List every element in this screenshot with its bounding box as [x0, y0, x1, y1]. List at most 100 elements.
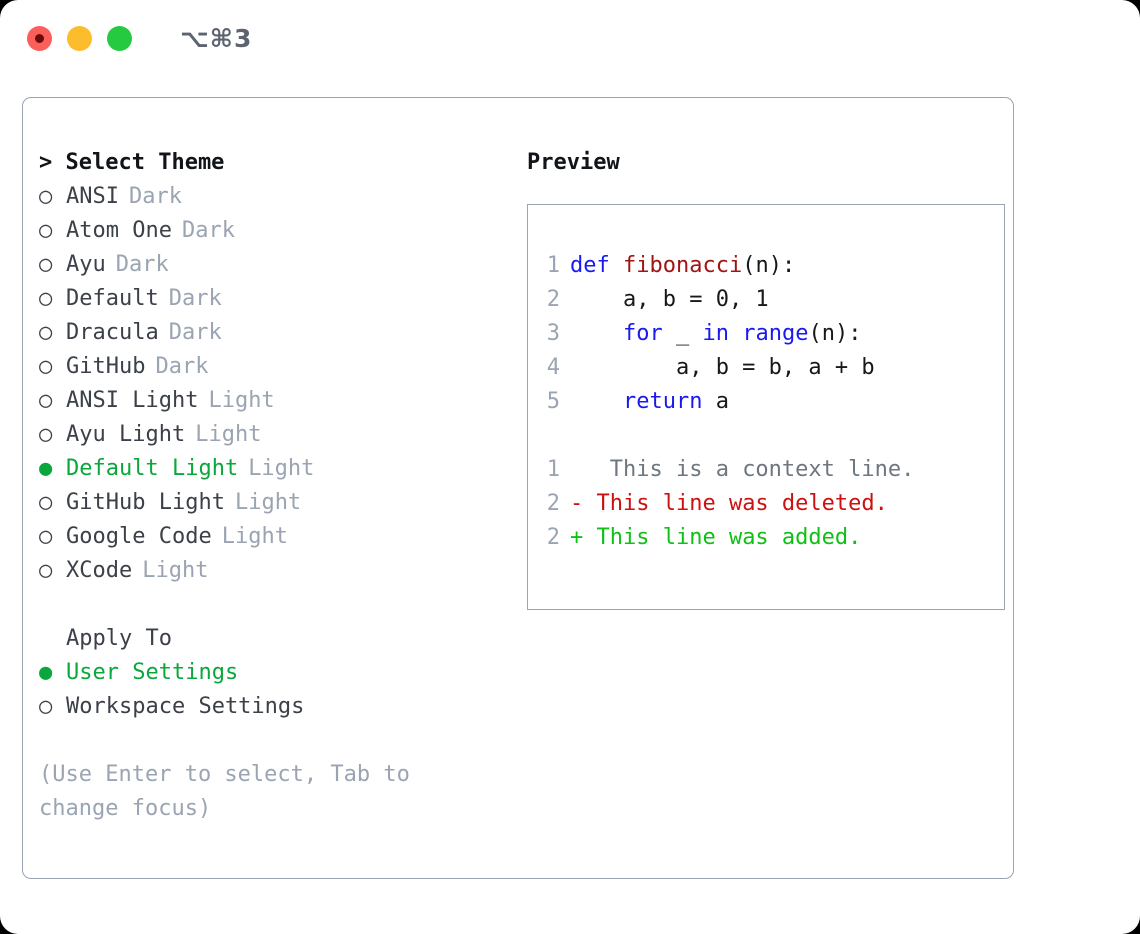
radio-unselected-icon[interactable]: ○	[39, 354, 53, 379]
theme-item-variant-tag: Dark	[115, 252, 169, 277]
theme-list-item[interactable]: ○ XCode Light	[39, 554, 503, 588]
preview-header: Preview	[527, 150, 620, 175]
theme-item-label: Default Light	[66, 456, 239, 481]
diff-sign	[570, 453, 583, 487]
maximize-button[interactable]	[107, 25, 132, 51]
apply-to-item-label: Workspace Settings	[66, 694, 305, 719]
radio-unselected-icon[interactable]: ○	[39, 252, 53, 277]
theme-item-label: Ayu Light	[66, 422, 186, 447]
radio-selected-icon[interactable]: ●	[39, 456, 53, 481]
line-number: 4	[546, 355, 560, 380]
line-number: 3	[546, 321, 560, 346]
code-line: 3 for _ in range(n):	[528, 317, 1004, 351]
radio-unselected-icon[interactable]: ○	[39, 524, 53, 549]
code-token-kw: range	[742, 321, 809, 346]
radio-unselected-icon[interactable]: ○	[39, 184, 53, 209]
code-text: a, b = 0, 1	[570, 283, 769, 317]
code-token-plain	[570, 321, 623, 346]
theme-item-variant-tag: Light	[234, 490, 302, 515]
theme-list-item[interactable]: ○ Google Code Light	[39, 520, 503, 554]
close-button[interactable]	[27, 25, 52, 51]
code-line: 5 return a	[528, 385, 1004, 419]
code-sample: 1 def fibonacci(n): 2 a, b = 0, 1 3 for _ i…	[528, 249, 1004, 419]
apply-to-list[interactable]: ● User Settings ○ Workspace Settings	[39, 656, 503, 724]
apply-to-header-row: ○ Apply To	[39, 622, 503, 656]
line-number: 2	[546, 491, 560, 516]
diff-line: 1 This is a context line.	[528, 453, 1004, 487]
code-token-kw: for	[622, 321, 663, 346]
theme-item-label: GitHub Light	[66, 490, 225, 515]
code-token-plain: a	[702, 389, 729, 414]
theme-list-item[interactable]: ○ Ayu Light Light	[39, 418, 503, 452]
theme-item-variant-tag: Dark	[155, 354, 209, 379]
theme-list-item[interactable]: ● Default Light Light	[39, 452, 503, 486]
diff-text: This line was deleted.	[583, 491, 888, 516]
radio-unselected-icon[interactable]: ○	[39, 218, 53, 243]
radio-unselected-icon[interactable]: ○	[39, 694, 53, 719]
radio-unselected-icon[interactable]: ○	[39, 320, 53, 345]
radio-unselected-icon[interactable]: ○	[39, 388, 53, 413]
radio-selected-icon[interactable]: ●	[39, 660, 53, 685]
theme-item-variant-tag: Dark	[128, 184, 182, 209]
line-number: 1	[546, 457, 560, 482]
code-token-kw: return	[622, 389, 703, 414]
theme-item-label: XCode	[66, 558, 133, 583]
theme-item-variant-tag: Light	[221, 524, 288, 549]
theme-item-label: ANSI Light	[66, 388, 199, 413]
line-number: 1	[546, 253, 560, 278]
theme-item-label: GitHub	[66, 354, 146, 379]
code-token-plain	[570, 389, 623, 414]
theme-item-variant-tag: Light	[248, 456, 315, 481]
apply-to-item-label: User Settings	[66, 660, 239, 685]
theme-item-variant-tag: Light	[208, 388, 275, 413]
line-number: 2	[546, 525, 560, 550]
keyboard-shortcut-label: ⌥⌘3	[180, 23, 253, 53]
line-number: 5	[546, 389, 560, 414]
theme-item-label: ANSI	[66, 184, 119, 209]
theme-list-item[interactable]: ○ GitHub Light Light	[39, 486, 503, 520]
theme-list-item[interactable]: ○ ANSI Dark	[39, 180, 503, 214]
diff-line: 2+ This line was added.	[528, 521, 1004, 555]
code-text: a, b = b, a + b	[570, 351, 875, 385]
theme-item-label: Default	[66, 286, 159, 311]
code-line: 4 a, b = b, a + b	[528, 351, 1004, 385]
radio-unselected-icon[interactable]: ○	[39, 422, 53, 447]
apply-to-item[interactable]: ○ Workspace Settings	[39, 690, 503, 724]
diff-line: 2- This line was deleted.	[528, 487, 1004, 521]
theme-list-item[interactable]: ○ Ayu Dark	[39, 248, 503, 282]
theme-item-variant-tag: Light	[142, 558, 209, 583]
radio-unselected-icon[interactable]: ○	[39, 286, 53, 311]
theme-list-item[interactable]: ○ ANSI Light Light	[39, 384, 503, 418]
code-text: return a	[570, 385, 729, 419]
diff-sign: +	[570, 525, 584, 550]
radio-unselected-icon[interactable]: ○	[39, 490, 53, 515]
diff-text: This is a context line.	[583, 457, 915, 482]
code-token-plain: (n):	[742, 253, 796, 278]
radio-unselected-icon[interactable]: ○	[39, 558, 53, 583]
theme-item-variant-tag: Light	[195, 422, 262, 447]
code-token-plain: (n):	[808, 321, 862, 346]
theme-item-label: Ayu	[66, 252, 106, 277]
theme-item-label: Google Code	[66, 524, 212, 549]
code-text: def fibonacci(n):	[570, 249, 795, 283]
code-token-plain: a, b = 0, 1	[570, 287, 769, 312]
code-token-plain: _	[662, 321, 703, 346]
code-text: for _ in range(n):	[570, 317, 861, 351]
theme-item-label: Atom One	[66, 218, 172, 243]
code-line: 1 def fibonacci(n):	[528, 249, 1004, 283]
select-theme-header: > Select Theme	[39, 150, 225, 175]
minimize-button[interactable]	[67, 25, 92, 51]
diff-sample: 1 This is a context line.2- This line wa…	[528, 453, 1004, 555]
keyboard-hint-text: (Use Enter to select, Tab to change focu…	[39, 762, 410, 821]
theme-list-item[interactable]: ○ GitHub Dark	[39, 350, 503, 384]
code-diff-spacer	[528, 419, 1004, 453]
line-number: 2	[546, 287, 560, 312]
list-spacer	[39, 588, 503, 622]
apply-to-item[interactable]: ● User Settings	[39, 656, 503, 690]
